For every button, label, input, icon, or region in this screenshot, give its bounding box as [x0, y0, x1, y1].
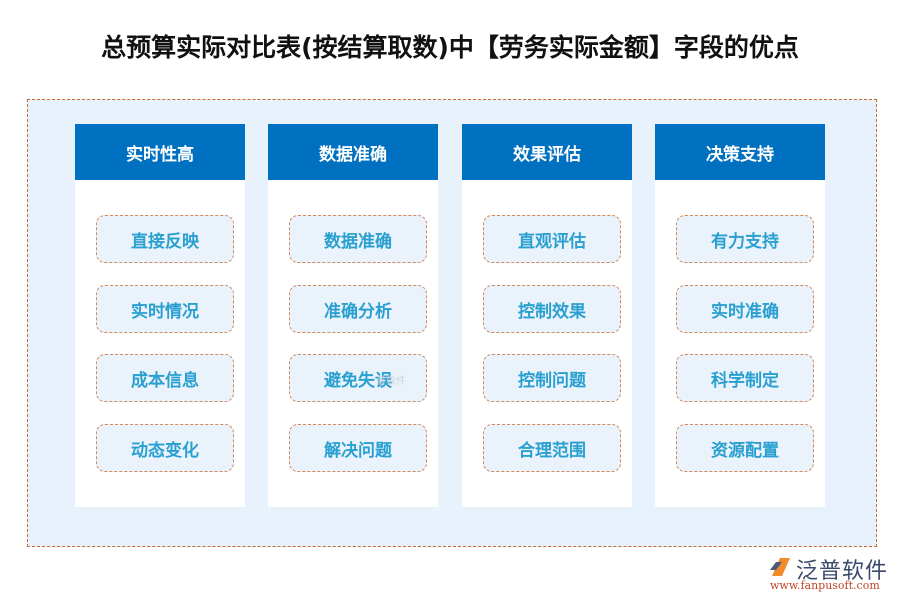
column-realtime: 实时性高 直接反映 实时情况 成本信息 动态变化	[75, 124, 245, 507]
item-box: 实时情况	[96, 285, 234, 333]
item-box: 有力支持	[676, 215, 814, 263]
item-box: 科学制定	[676, 354, 814, 402]
item-box: 合理范围	[483, 424, 621, 472]
column-decision: 决策支持 有力支持 实时准确 科学制定 资源配置	[655, 124, 825, 507]
logo-icon	[770, 558, 790, 576]
column-accuracy: 数据准确 数据准确 准确分析 避免失误 解决问题	[268, 124, 438, 507]
item-box: 资源配置	[676, 424, 814, 472]
item-box: 控制效果	[483, 285, 621, 333]
column-header: 数据准确	[268, 124, 438, 180]
item-box: 避免失误	[289, 354, 427, 402]
item-box: 准确分析	[289, 285, 427, 333]
item-box: 直观评估	[483, 215, 621, 263]
logo-name: 泛普软件	[796, 559, 889, 584]
brand-logo: 泛普软件 www.fanpusoft.com	[768, 553, 893, 598]
logo-url: www.fanpusoft.com	[770, 579, 880, 592]
column-header: 实时性高	[75, 124, 245, 180]
item-box: 控制问题	[483, 354, 621, 402]
column-header: 效果评估	[462, 124, 632, 180]
item-box: 实时准确	[676, 285, 814, 333]
page-title: 总预算实际对比表(按结算取数)中【劳务实际金额】字段的优点	[101, 33, 799, 62]
item-box: 动态变化	[96, 424, 234, 472]
item-box: 数据准确	[289, 215, 427, 263]
column-evaluation: 效果评估 直观评估 控制效果 控制问题 合理范围	[462, 124, 632, 507]
item-box: 解决问题	[289, 424, 427, 472]
item-box: 直接反映	[96, 215, 234, 263]
watermark: 普软件	[376, 376, 406, 387]
item-box: 成本信息	[96, 354, 234, 402]
column-header: 决策支持	[655, 124, 825, 180]
